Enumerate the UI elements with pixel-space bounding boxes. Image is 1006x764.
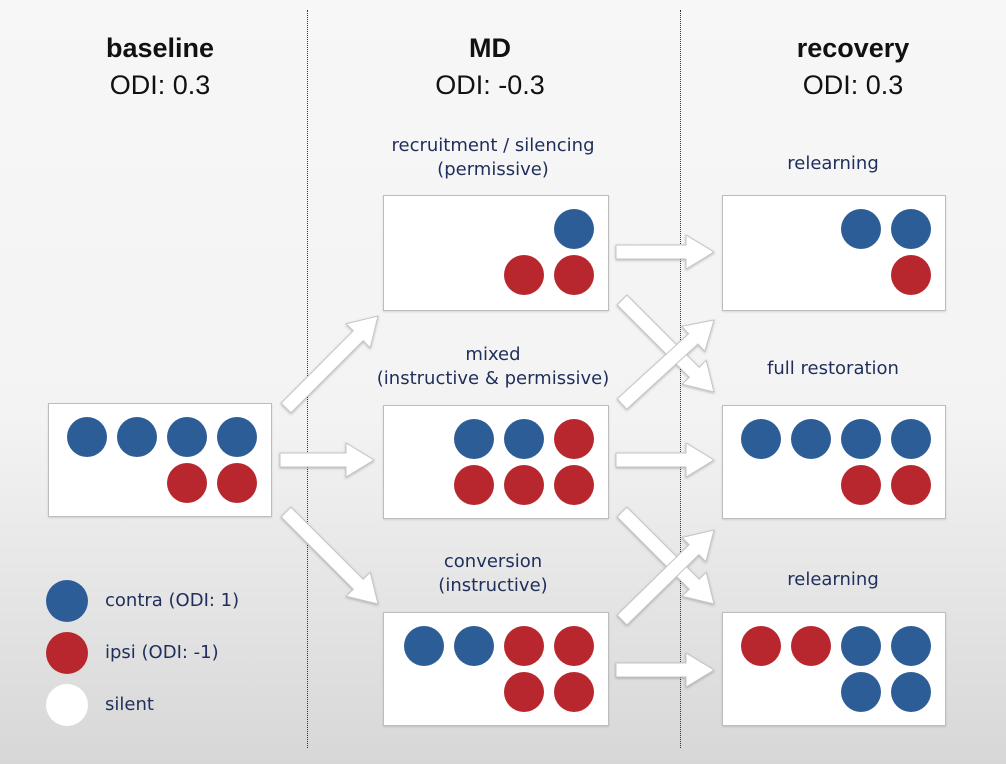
ipsi-neuron [504,465,544,505]
contra-neuron [841,626,881,666]
arrow-md-middle-to-rec-bottom [616,506,715,605]
recovery-top-label: relearning [787,153,879,174]
ipsi-neuron [167,463,207,503]
recovery-bottom-label: relearning [787,569,879,590]
contra-neuron [891,672,931,712]
ipsi-neuron [554,672,594,712]
md-odi: ODI: -0.3 [435,70,545,100]
md-title: MD [469,33,511,63]
ipsi-neuron [554,465,594,505]
legend-contra-label: contra (ODI: 1) [105,590,240,611]
legend-silent-label: silent [105,694,154,715]
legend-ipsi-dot [46,632,88,674]
contra-neuron [67,417,107,457]
contra-neuron [504,419,544,459]
recovery-middle-label: full restoration [767,358,899,379]
legend-silent-dot [46,684,88,726]
column-divider-right [680,10,681,748]
legend-contra-dot [46,580,88,622]
ipsi-neuron [791,626,831,666]
contra-neuron [404,626,444,666]
contra-neuron [167,417,207,457]
ipsi-neuron [891,255,931,295]
contra-neuron [217,417,257,457]
ipsi-neuron [504,626,544,666]
arrow-md-bottom-to-rec-middle [616,529,715,626]
baseline-title: baseline [105,33,215,63]
md-top-box [383,195,609,311]
md-middle-box [383,405,609,519]
contra-neuron [741,419,781,459]
recovery-top-box [722,195,946,311]
arrow-md-middle-to-rec-middle [615,442,715,478]
recovery-title: recovery [796,33,910,63]
contra-neuron [891,626,931,666]
ipsi-neuron [554,419,594,459]
contra-neuron [841,419,881,459]
md-top-label-line2: (permissive) [437,159,549,180]
contra-neuron [841,209,881,249]
recovery-bottom-box [722,612,946,726]
arrow-baseline-to-md-bottom [280,506,379,605]
baseline-box [48,403,272,517]
md-bottom-label: conversion (instructive) [333,550,653,598]
arrow-baseline-to-md-middle [279,442,375,478]
arrow-md-top-to-rec-middle [616,294,715,393]
ipsi-neuron [454,465,494,505]
md-middle-label-line2: (instructive & permissive) [376,368,610,389]
recovery-odi: ODI: 0.3 [802,70,904,100]
arrow-md-middle-to-rec-top [616,319,715,410]
legend-ipsi-label: ipsi (ODI: -1) [105,642,219,663]
ipsi-neuron [891,465,931,505]
contra-neuron [891,209,931,249]
ipsi-neuron [741,626,781,666]
ipsi-neuron [554,255,594,295]
ipsi-neuron [504,255,544,295]
md-middle-label-line1: mixed [465,344,521,365]
baseline-odi: ODI: 0.3 [109,70,211,100]
arrow-md-bottom-to-rec-bottom [615,652,715,688]
recovery-middle-box [722,405,946,519]
ipsi-neuron [217,463,257,503]
ipsi-neuron [554,626,594,666]
contra-neuron [454,626,494,666]
contra-neuron [454,419,494,459]
contra-neuron [117,417,157,457]
ipsi-neuron [841,465,881,505]
contra-neuron [791,419,831,459]
md-bottom-label-line2: (instructive) [438,575,548,596]
contra-neuron [841,672,881,712]
md-middle-label: mixed (instructive & permissive) [333,343,653,391]
arrow-md-top-to-rec-top [615,234,715,270]
md-bottom-label-line1: conversion [443,551,543,572]
md-top-label: recruitment / silencing (permissive) [333,134,653,182]
arrow-baseline-to-md-top [280,315,379,414]
md-top-label-line1: recruitment / silencing [391,135,595,156]
contra-neuron [554,209,594,249]
ipsi-neuron [504,672,544,712]
md-bottom-box [383,612,609,726]
contra-neuron [891,419,931,459]
